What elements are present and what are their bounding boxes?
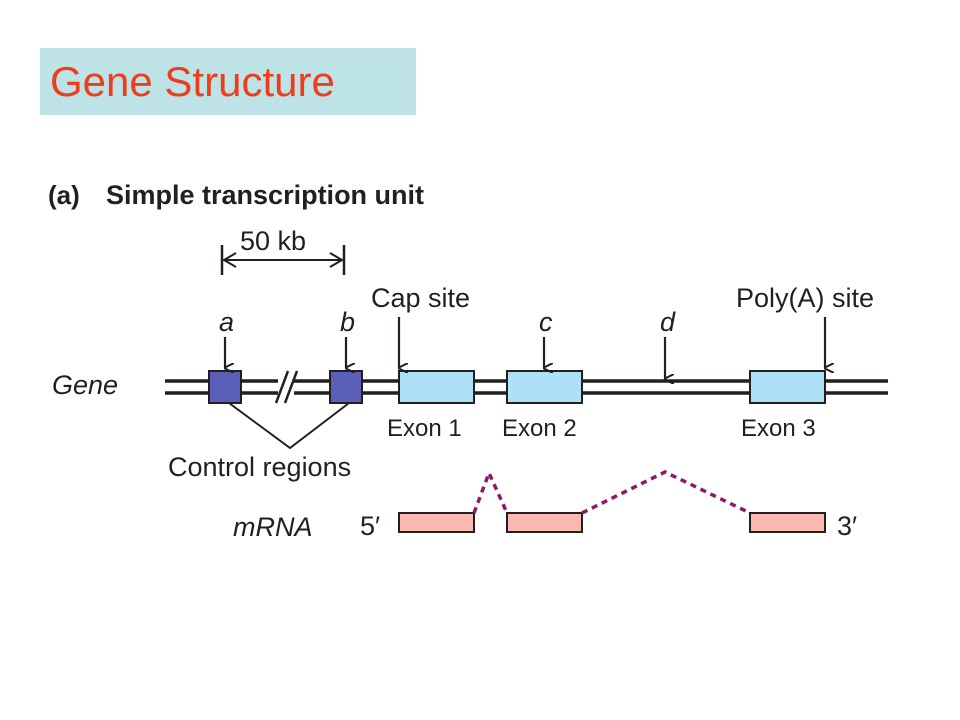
mrna-label: mRNA [233, 512, 313, 542]
intron-2-splice [581, 470, 751, 515]
break-mark [283, 370, 299, 404]
title-box: Gene Structure [40, 48, 416, 115]
intron-1-splice [472, 468, 509, 514]
scale-bar: 50 kb [220, 226, 346, 275]
exon-3 [749, 370, 826, 404]
marker-d-label: d [660, 307, 676, 337]
marker-c-label: c [539, 307, 553, 337]
exon-2-label: Exon 2 [502, 415, 577, 442]
cap-site-label: Cap site [371, 283, 470, 313]
panel-heading: Simple transcription unit [106, 180, 424, 210]
exon-1-label: Exon 1 [387, 415, 462, 442]
marker-b-label: b [340, 307, 355, 337]
exon-3-label: Exon 3 [741, 415, 816, 442]
marker-a-label: a [219, 307, 234, 337]
page-title: Gene Structure [50, 58, 335, 105]
mrna-exon-2 [506, 512, 583, 533]
mrna-exon-3 [749, 512, 826, 533]
gene-label: Gene [52, 370, 118, 400]
three-prime-label: 3′ [837, 511, 857, 541]
polya-site-label: Poly(A) site [736, 283, 874, 313]
exon-2 [506, 370, 583, 404]
control-regions-label: Control regions [168, 452, 351, 482]
control-region-a [208, 370, 242, 404]
scale-label: 50 kb [240, 226, 306, 256]
exon-1 [398, 370, 475, 404]
mrna-exon-1 [398, 512, 475, 533]
control-regions-connector [228, 402, 350, 450]
control-region-b [329, 370, 363, 404]
break-mark [274, 370, 290, 404]
panel-letter: (a) [48, 180, 80, 210]
five-prime-label: 5′ [360, 511, 380, 541]
